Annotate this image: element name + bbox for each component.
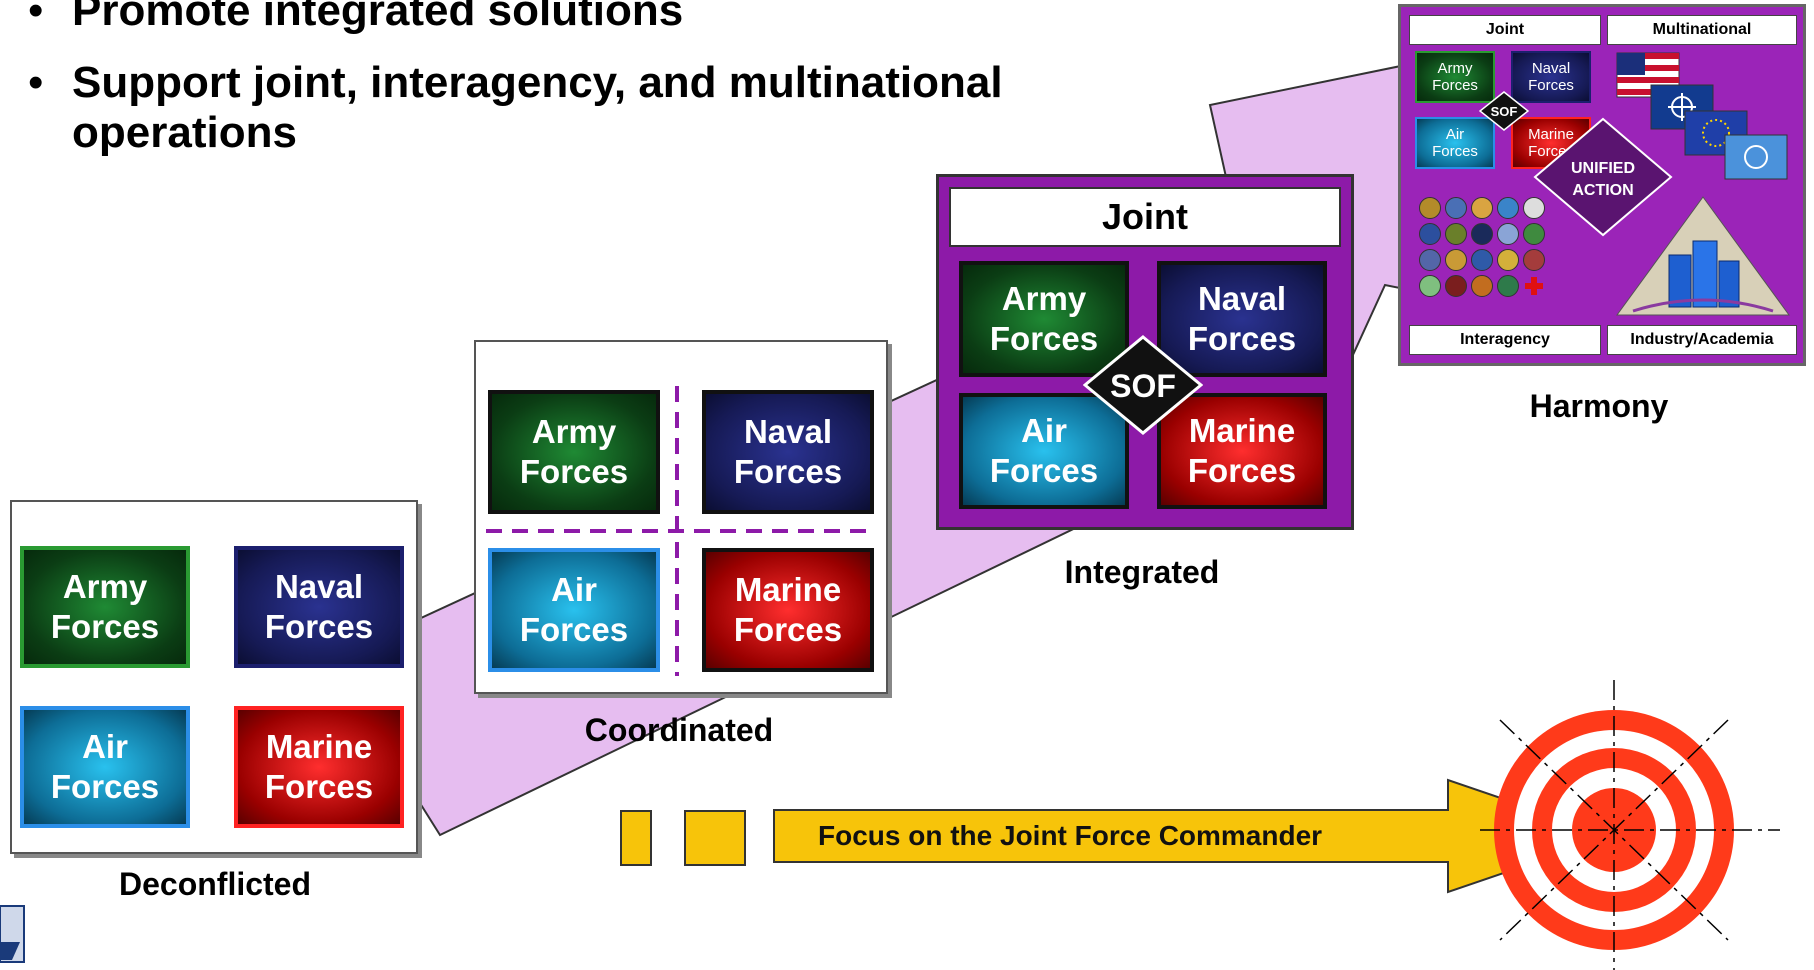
agency-seal-icon (1419, 197, 1441, 219)
svg-text:UNIFIED: UNIFIED (1571, 160, 1635, 177)
sof-label: SOF (1110, 368, 1176, 404)
bullet-list: •Promote integrated solutions •Support j… (28, 0, 1148, 180)
harmony-interagency-label: Interagency (1409, 325, 1601, 355)
naval-forces-box: Naval Forces (702, 390, 874, 514)
naval-forces-mini: Naval Forces (1511, 51, 1591, 103)
naval-forces-box: Naval Forces (234, 546, 404, 668)
agency-seal-icon (1497, 197, 1519, 219)
coordination-dividers (486, 386, 876, 676)
agency-seal-icon (1471, 249, 1493, 271)
focus-label: Focus on the Joint Force Commander (818, 820, 1323, 851)
buildings-icon (1616, 196, 1790, 316)
agency-seal-icon (1497, 223, 1519, 245)
integrated-caption: Integrated (1064, 554, 1220, 590)
agency-seal-icon (1523, 249, 1545, 271)
joint-header: Joint (949, 187, 1341, 247)
air-forces-box: Air Forces (959, 393, 1129, 509)
unified-action-diamond: UNIFIED ACTION (1533, 117, 1673, 237)
harmony-panel: Joint Army Forces Naval Forces Air Force… (1398, 4, 1806, 366)
coordinated-caption: Coordinated (584, 712, 774, 748)
agency-seal-icon (1471, 197, 1493, 219)
agency-seal-icon (1445, 249, 1467, 271)
agency-seal-icon (1471, 275, 1493, 297)
deconflicted-panel: Army Forces Naval Forces Air Forces Mari… (10, 500, 418, 854)
army-forces-box: Army Forces (488, 390, 660, 514)
marine-forces-box: Marine Forces (234, 706, 404, 828)
agency-seal-icon (1419, 275, 1441, 297)
army-forces-mini: Army Forces (1415, 51, 1495, 103)
marine-forces-box: Marine Forces (702, 548, 874, 672)
agency-seal-icon (1445, 275, 1467, 297)
bullet-item: •Support joint, interagency, and multina… (28, 58, 1003, 157)
sof-diamond: SOF (1083, 335, 1203, 435)
harmony-caption: Harmony (1529, 388, 1669, 424)
naval-forces-box: Naval Forces (1157, 261, 1327, 377)
svg-text:ACTION: ACTION (1572, 182, 1633, 199)
marine-forces-box: Marine Forces (1157, 393, 1327, 509)
deconflicted-caption: Deconflicted (118, 866, 312, 902)
integrated-panel: Joint Army Forces Naval Forces Air Force… (936, 174, 1354, 530)
focus-block-small (620, 810, 652, 866)
flags-icon (1616, 52, 1788, 180)
eu-flag-icon (1684, 110, 1748, 156)
harmony-multinational-label: Multinational (1607, 15, 1797, 45)
agency-seal-icon (1497, 249, 1519, 271)
un-flag-icon (1724, 134, 1788, 180)
agency-seal-icon (1445, 197, 1467, 219)
focus-block-medium (684, 810, 746, 866)
agency-seal-icon (1497, 275, 1519, 297)
target-icon (1480, 680, 1780, 970)
sof-mini-diamond: SOF (1479, 91, 1529, 131)
harmony-industry-label: Industry/Academia (1607, 325, 1797, 355)
agency-seal-icon (1523, 223, 1545, 245)
bullet-item: •Promote integrated solutions (28, 0, 684, 35)
command-seal-icon (0, 905, 25, 963)
air-forces-box: Air Forces (20, 706, 190, 828)
red-cross-icon (1525, 277, 1543, 295)
agency-seal-icon (1419, 249, 1441, 271)
svg-text:SOF: SOF (1491, 104, 1518, 119)
harmony-joint-label: Joint (1409, 15, 1601, 45)
air-forces-mini: Air Forces (1415, 117, 1495, 169)
army-forces-box: Army Forces (20, 546, 190, 668)
agency-seal-icon (1471, 223, 1493, 245)
agency-seal-icon (1523, 197, 1545, 219)
air-forces-box: Air Forces (488, 548, 660, 672)
agency-seal-icon (1445, 223, 1467, 245)
coordinated-panel: Army Forces Naval Forces Air Forces Mari… (474, 340, 888, 694)
agency-seal-icon (1419, 223, 1441, 245)
army-forces-box: Army Forces (959, 261, 1129, 377)
agency-seals-grid (1413, 193, 1583, 303)
